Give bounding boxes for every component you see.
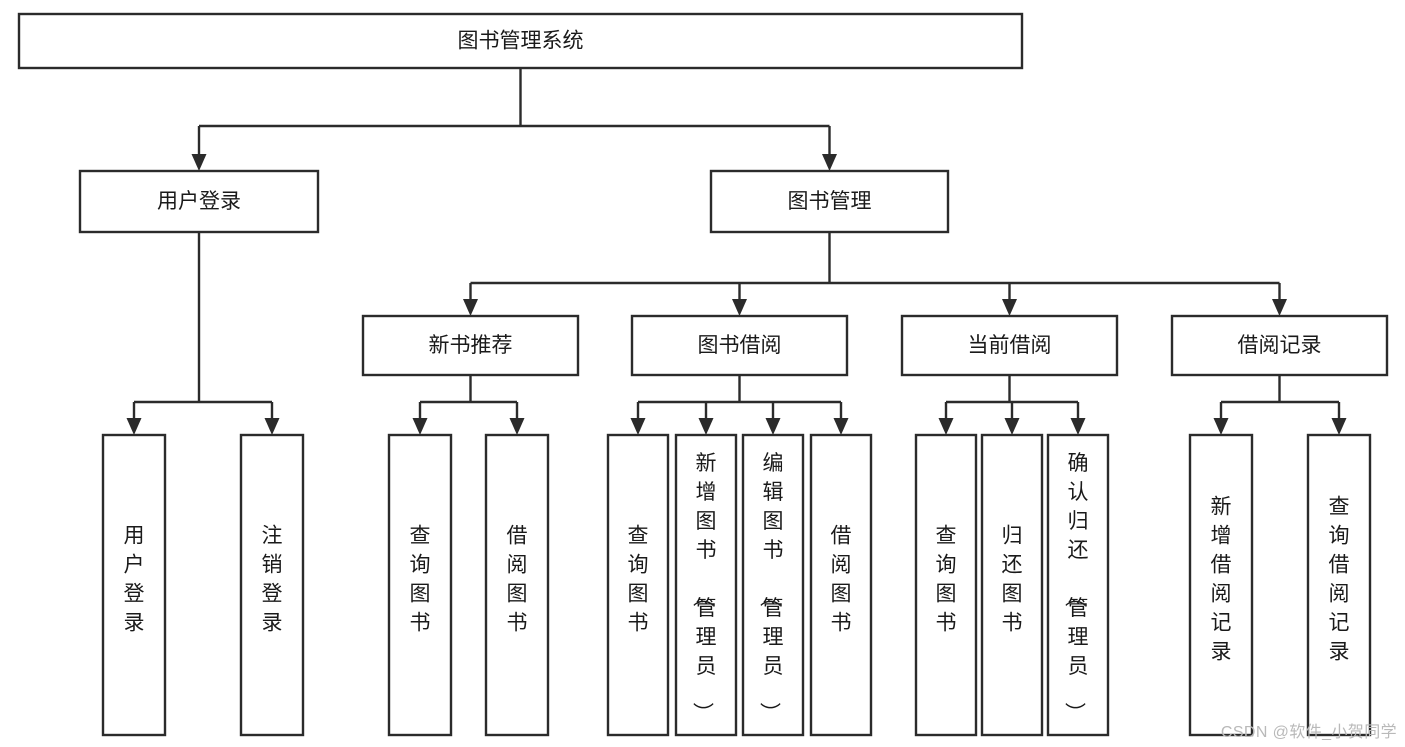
node-label-borrow-add-book: 新增图书（管理员） bbox=[691, 452, 717, 723]
node-label-user-login: 用户登录 bbox=[157, 190, 241, 213]
arrowhead-icon bbox=[463, 299, 478, 316]
arrowhead-icon bbox=[1213, 418, 1229, 435]
node-recommend-borrow-book[interactable]: 借阅图书 bbox=[484, 433, 550, 737]
node-label-book-borrowing: 图书借阅 bbox=[698, 334, 782, 357]
arrowhead-icon bbox=[938, 418, 954, 435]
arrowhead-icon bbox=[1002, 299, 1017, 316]
node-box-borrow-edit-book bbox=[741, 433, 805, 737]
arrowhead-icon bbox=[698, 418, 714, 435]
node-box-book-borrowing bbox=[630, 314, 849, 377]
node-root[interactable]: 图书管理系统 bbox=[17, 12, 1024, 70]
node-label-current-query-book: 查询图书 bbox=[936, 525, 957, 635]
node-box-records-add bbox=[1188, 433, 1254, 737]
arrowhead-icon bbox=[822, 154, 837, 171]
node-box-new-book-recommend bbox=[361, 314, 580, 377]
arrowhead-icon bbox=[833, 418, 849, 435]
node-box-root bbox=[17, 12, 1024, 70]
node-label-book-management: 图书管理 bbox=[788, 190, 872, 213]
node-box-recommend-query-book bbox=[387, 433, 453, 737]
node-book-management[interactable]: 图书管理 bbox=[709, 169, 950, 234]
node-box-records-query bbox=[1306, 433, 1372, 737]
arrowhead-icon bbox=[732, 299, 747, 316]
connector-layer bbox=[126, 68, 1347, 435]
node-user-login-leaf[interactable]: 用户登录 bbox=[101, 433, 167, 737]
arrowhead-icon bbox=[126, 418, 142, 435]
node-box-book-management bbox=[709, 169, 950, 234]
node-label-recommend-query-book: 查询图书 bbox=[410, 525, 431, 635]
node-label-borrow-borrow-book: 借阅图书 bbox=[831, 525, 852, 635]
node-borrow-add-book[interactable]: 新增图书（管理员） bbox=[674, 433, 738, 737]
node-box-current-return-book bbox=[980, 433, 1044, 737]
node-box-current-borrowing bbox=[900, 314, 1119, 377]
watermark-label: CSDN @软件_小贺同学 bbox=[1220, 724, 1397, 741]
arrowhead-icon bbox=[1004, 418, 1020, 435]
node-box-borrow-records bbox=[1170, 314, 1389, 377]
node-records-query[interactable]: 查询借阅记录 bbox=[1306, 433, 1372, 737]
arrowhead-icon bbox=[412, 418, 428, 435]
node-box-user-login bbox=[78, 169, 320, 234]
node-label-user-logout-leaf: 注销登录 bbox=[262, 525, 283, 635]
node-box-user-logout-leaf bbox=[239, 433, 305, 737]
node-borrow-query-book[interactable]: 查询图书 bbox=[606, 433, 670, 737]
node-label-recommend-borrow-book: 借阅图书 bbox=[507, 525, 528, 635]
node-box-borrow-query-book bbox=[606, 433, 670, 737]
node-label-borrow-records: 借阅记录 bbox=[1238, 334, 1322, 357]
arrowhead-icon bbox=[1070, 418, 1086, 435]
node-records-add[interactable]: 新增借阅记录 bbox=[1188, 433, 1254, 737]
node-current-confirm-return[interactable]: 确认归还（管理员） bbox=[1046, 433, 1110, 737]
node-box-recommend-borrow-book bbox=[484, 433, 550, 737]
node-label-borrow-query-book: 查询图书 bbox=[628, 525, 649, 635]
arrowhead-icon bbox=[264, 418, 280, 435]
node-borrow-edit-book[interactable]: 编辑图书（管理员） bbox=[741, 433, 805, 737]
node-current-borrowing[interactable]: 当前借阅 bbox=[900, 314, 1119, 377]
node-label-current-confirm-return: 确认归还（管理员） bbox=[1063, 452, 1089, 723]
arrowhead-icon bbox=[509, 418, 525, 435]
node-label-current-borrowing: 当前借阅 bbox=[968, 334, 1052, 357]
node-layer: 图书管理系统用户登录用户登录注销登录图书管理新书推荐查询图书借阅图书图书借阅查询… bbox=[17, 12, 1389, 737]
node-book-borrowing[interactable]: 图书借阅 bbox=[630, 314, 849, 377]
arrowhead-icon bbox=[1272, 299, 1287, 316]
node-label-current-return-book: 归还图书 bbox=[1002, 525, 1023, 635]
node-borrow-borrow-book[interactable]: 借阅图书 bbox=[809, 433, 873, 737]
arrowhead-icon bbox=[765, 418, 781, 435]
node-label-records-query: 查询借阅记录 bbox=[1329, 496, 1350, 664]
node-label-root: 图书管理系统 bbox=[458, 30, 584, 53]
node-label-new-book-recommend: 新书推荐 bbox=[429, 334, 513, 357]
node-current-return-book[interactable]: 归还图书 bbox=[980, 433, 1044, 737]
arrowhead-icon bbox=[1331, 418, 1347, 435]
node-box-borrow-borrow-book bbox=[809, 433, 873, 737]
node-box-user-login-leaf bbox=[101, 433, 167, 737]
node-label-borrow-edit-book: 编辑图书（管理员） bbox=[758, 452, 784, 723]
node-label-records-add: 新增借阅记录 bbox=[1211, 496, 1232, 664]
node-label-user-login-leaf: 用户登录 bbox=[124, 525, 145, 635]
node-user-logout-leaf[interactable]: 注销登录 bbox=[239, 433, 305, 737]
node-borrow-records[interactable]: 借阅记录 bbox=[1170, 314, 1389, 377]
node-new-book-recommend[interactable]: 新书推荐 bbox=[361, 314, 580, 377]
arrowhead-icon bbox=[630, 418, 646, 435]
node-box-current-query-book bbox=[914, 433, 978, 737]
node-user-login[interactable]: 用户登录 bbox=[78, 169, 320, 234]
node-box-borrow-add-book bbox=[674, 433, 738, 737]
arrowhead-icon bbox=[191, 154, 207, 171]
node-current-query-book[interactable]: 查询图书 bbox=[914, 433, 978, 737]
node-recommend-query-book[interactable]: 查询图书 bbox=[387, 433, 453, 737]
node-box-current-confirm-return bbox=[1046, 433, 1110, 737]
